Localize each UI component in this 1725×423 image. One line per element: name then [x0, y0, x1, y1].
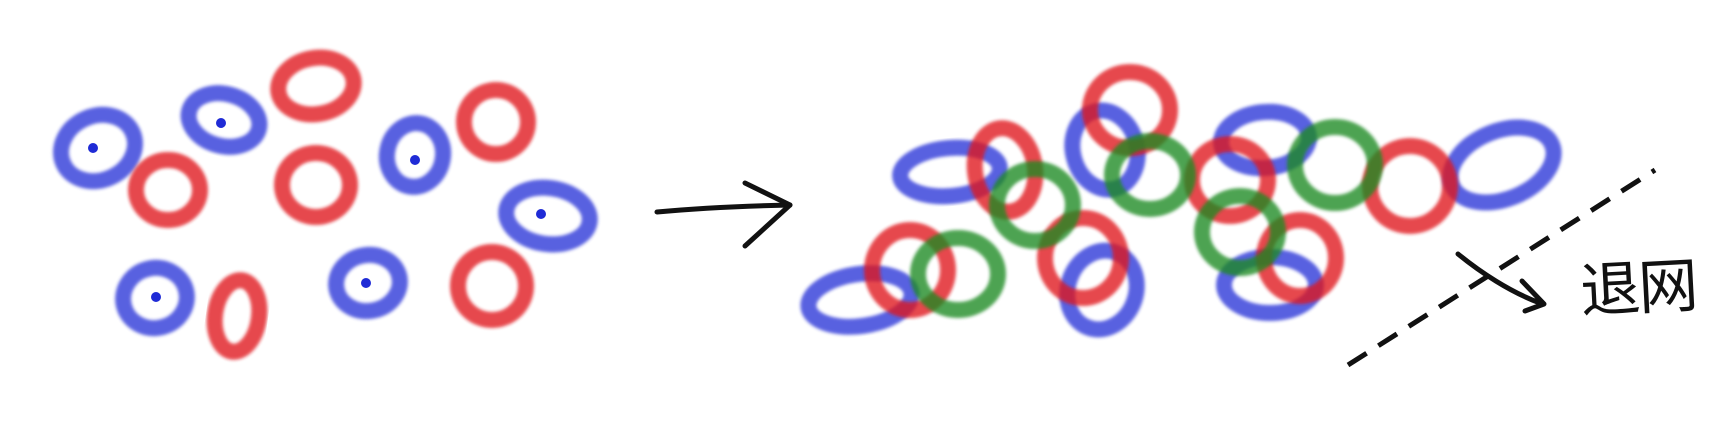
blue-ring [328, 246, 408, 320]
blue-dot [151, 292, 161, 302]
after-network-group [800, 64, 1562, 338]
red-ring [274, 145, 358, 225]
red-ring [456, 82, 536, 162]
blue-ring [892, 139, 1008, 205]
red-ring [270, 49, 362, 123]
blue-dot [536, 209, 546, 219]
green-ring [1287, 119, 1383, 211]
red-ring [864, 222, 956, 318]
blue-dot [410, 155, 420, 165]
blue-dot [216, 118, 226, 128]
blue-dot [88, 143, 98, 153]
blue-ring [180, 85, 268, 155]
label-arrow [1455, 251, 1547, 314]
before-rings-group [53, 49, 598, 360]
blue-ring [115, 259, 195, 337]
red-ring [450, 244, 534, 328]
dashed-cut-line [1346, 167, 1657, 368]
red-ring [128, 152, 208, 228]
blue-dot [361, 278, 371, 288]
blue-ring [1442, 119, 1562, 211]
green-ring [1194, 188, 1286, 276]
red-ring [1037, 210, 1129, 306]
green-ring [989, 161, 1081, 249]
green-ring [910, 230, 1006, 318]
blue-ring [498, 179, 598, 253]
blue-ring [800, 265, 920, 335]
red-ring [206, 272, 268, 360]
exit-network-label: 退网 [1578, 251, 1699, 327]
blue-ring [53, 106, 143, 190]
transition-arrow [654, 180, 793, 249]
blue-ring [378, 115, 452, 195]
green-ring [1104, 133, 1196, 217]
